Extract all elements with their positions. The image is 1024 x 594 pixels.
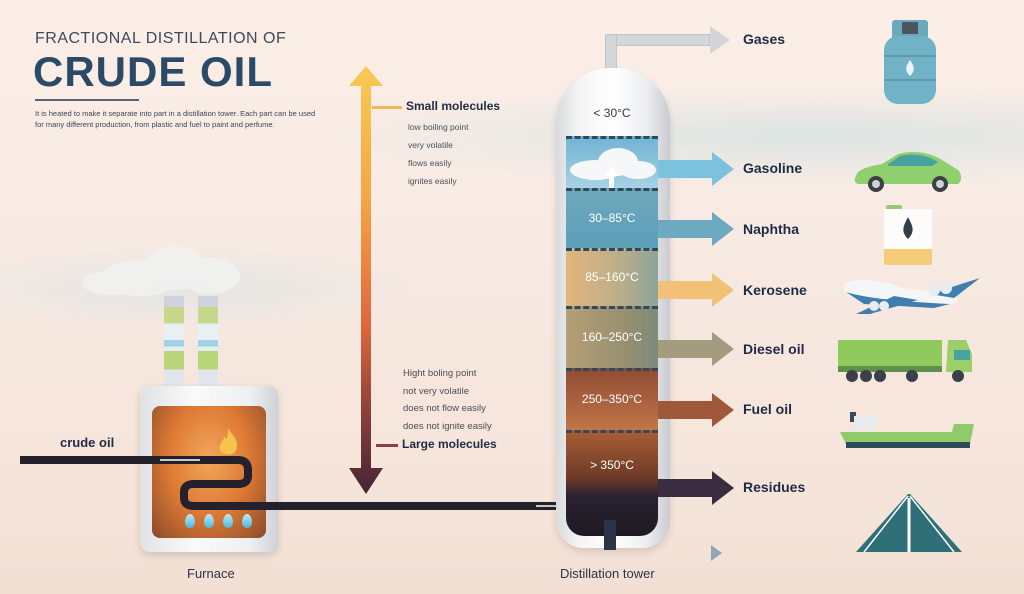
ship-icon [840,412,974,448]
fraction-naphtha: 30–85°C [566,188,658,248]
tray-divider [566,188,658,191]
subtitle: FRACTIONAL DISTILLATION OF [35,30,287,47]
product-label-gases: Gases [743,31,786,47]
tray-divider [566,368,658,371]
crude-oil-label: crude oil [60,435,115,450]
burner-flame-icon [223,514,233,528]
title-divider [35,99,139,101]
vapor-cloud-icon [570,148,656,188]
property-text: does not flow easily [403,403,486,414]
molecule-size-arrow-icon [349,66,383,494]
small-molecule-properties: low boiling point very volatile flows ea… [408,118,468,190]
property-text: low boiling point [408,122,469,132]
product-label-gasoline: Gasoline [743,160,803,176]
distillation-tower-label: Distillation tower [560,566,655,581]
property-text: does not ignite easily [403,420,492,432]
small-molecule-connector [372,106,402,109]
tray-divider [566,306,658,309]
burner-flame-icon [204,514,214,528]
product-label-naphtha: Naphtha [743,221,799,237]
property-text: ignites easily [408,176,457,186]
tray-divider [566,430,658,433]
product-arrows [658,26,734,561]
smoke-cloud-icon [82,246,240,296]
background-haze-band [0,240,600,360]
flame-icon [219,428,238,455]
large-molecule-properties: Hight boling point not very volatile doe… [403,365,492,435]
fraction-fuel-oil: 250–350°C [566,368,658,430]
property-text: very volatile [408,140,453,150]
property-text: not very volatile [403,385,470,397]
tray-divider [566,136,658,139]
fraction-residue: > 350°C [566,430,658,536]
truck-icon [838,340,972,382]
car-icon [854,152,961,192]
tower-fractions: 30–85°C 85–160°C 160–250°C 250–350°C > 3… [566,136,658,536]
background-haze-band [0,80,1024,220]
product-label-residues: Residues [743,479,806,495]
fraction-diesel: 160–250°C [566,306,658,368]
product-label-fuel-oil: Fuel oil [743,401,792,417]
large-molecules-label: Large molecules [402,437,497,451]
airplane-icon [843,278,980,314]
top-temperature: < 30°C [593,106,631,120]
road-icon [856,494,962,553]
page-title: CRUDE OIL [33,48,273,95]
property-text: flows easily [408,158,452,168]
product-label-kerosene: Kerosene [743,282,807,298]
gas-cylinder-icon [884,20,936,104]
product-label-diesel-oil: Diesel oil [743,341,805,357]
fraction-kerosene: 85–160°C [566,248,658,306]
furnace-label: Furnace [187,566,235,581]
burner-flame-icon [185,514,195,528]
burner-flame-icon [242,514,252,528]
residue-outlet-pipe [604,520,616,550]
crude-oil-pipe [20,456,560,510]
small-molecules-label: Small molecules [406,99,501,113]
tray-divider [566,248,658,251]
fraction-cloud-zone [566,136,658,188]
large-molecule-connector [376,444,398,447]
chimney-left [164,296,184,388]
property-text: Hight boling point [403,368,477,379]
oil-container-icon [884,205,932,265]
description: It is heated to make it separate into pa… [35,109,316,129]
chimney-right [198,296,218,388]
